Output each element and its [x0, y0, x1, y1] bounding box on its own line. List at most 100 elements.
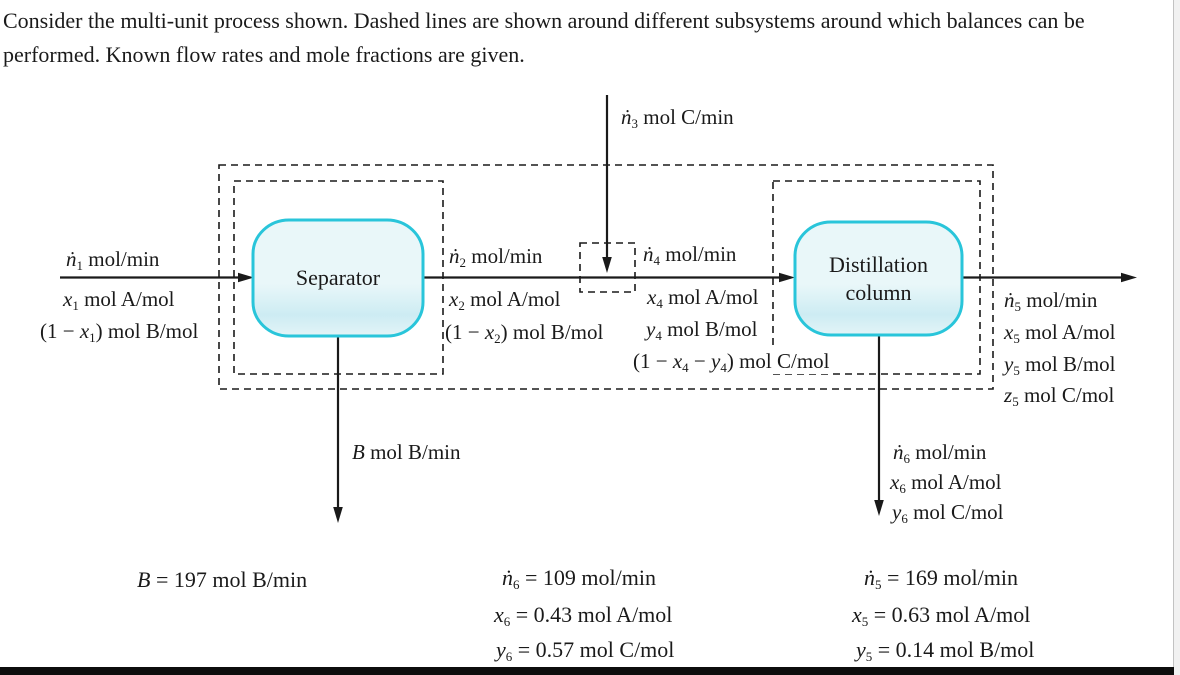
stream2-molB-label: (1 − x2) mol B/mol: [445, 319, 603, 345]
variable: ṅ: [864, 565, 875, 590]
stream5-flow-label: ṅ5 mol/min: [1004, 287, 1097, 313]
subscript: 3: [631, 116, 639, 131]
stream5-molA-label: x5 mol A/mol: [1004, 319, 1116, 345]
stream6-molA-label: x6 mol A/mol: [890, 469, 1002, 495]
stream4-flow-label: ṅ4 mol/min: [643, 241, 736, 267]
overhead-product-arrowhead-icon: [1121, 272, 1137, 283]
distillation-column-unit: [793, 220, 964, 337]
variable: z: [1004, 383, 1013, 407]
subscript: 5: [865, 649, 873, 664]
variable: ṅ: [449, 244, 460, 268]
subscript: 4: [653, 253, 661, 268]
column-feed-arrowhead-icon: [779, 272, 795, 283]
column-label-line2: column: [845, 279, 912, 305]
stream6-molC-label: y6 mol C/mol: [892, 499, 1004, 525]
label-text: = 109 mol/min: [519, 565, 656, 590]
variable: x: [484, 320, 495, 344]
column-unit-label-text: Distillation column: [829, 251, 928, 307]
feed-arrowhead-icon: [238, 272, 254, 283]
variable: y: [711, 349, 721, 373]
variable: ṅ: [893, 440, 904, 464]
subscript: 6: [899, 481, 906, 496]
label-text: mol B/mol: [1019, 352, 1116, 376]
subscript: 4: [655, 328, 662, 343]
stream5-molB-label: y5 mol B/mol: [1004, 351, 1116, 377]
subscript: 1: [72, 298, 79, 313]
stream1-molA-label: x1 mol A/mol: [63, 286, 175, 312]
subscript: 4: [682, 360, 689, 375]
stream1-flow-label: ṅ1 mol/min: [66, 246, 159, 272]
bottoms-b-label: B mol B/min: [352, 439, 461, 465]
variable: x: [647, 285, 657, 309]
known-value-y5: y5 = 0.14 mol B/mol: [856, 636, 1034, 664]
c-feed-arrowhead-icon: [602, 257, 612, 273]
known-value-x6: x6 = 0.43 mol A/mol: [494, 601, 672, 629]
label-text: (1 −: [445, 320, 485, 344]
stream3-flow-label: ṅ3 mol C/min: [621, 104, 734, 130]
stream4-molC-label: (1 − x4 − y4) mol C/mol: [633, 348, 830, 374]
variable: y: [856, 637, 866, 662]
subscript: 5: [1012, 394, 1019, 409]
label-text: (1 −: [633, 349, 673, 373]
subscript: 4: [720, 360, 727, 375]
subscript: 6: [903, 451, 911, 466]
subscript: 6: [901, 511, 908, 526]
label-text: ) mol B/mol: [95, 319, 199, 343]
known-value-y6: y6 = 0.57 mol C/mol: [496, 636, 674, 664]
stream6-flow-label: ṅ6 mol/min: [893, 439, 986, 465]
label-text: = 0.14 mol B/mol: [872, 637, 1035, 662]
label-text: mol C/mol: [1018, 383, 1115, 407]
column-unit-label: Distillation column: [795, 222, 962, 335]
column-label-line1: Distillation: [829, 251, 928, 277]
label-text: = 197 mol B/min: [150, 567, 308, 592]
label-text: mol/min: [466, 244, 543, 268]
subscript: 6: [513, 577, 520, 592]
label-text: mol/min: [660, 242, 737, 266]
separator-bottoms-arrowhead-icon: [333, 507, 343, 523]
separator-unit-label: Separator: [253, 220, 423, 336]
label-text: ) mol B/mol: [500, 320, 604, 344]
variable: x: [1004, 320, 1014, 344]
column-bottoms-arrowhead-icon: [874, 500, 884, 516]
variable: y: [892, 500, 902, 524]
variable: y: [1004, 352, 1014, 376]
subscript: 2: [494, 331, 501, 346]
label-text: = 0.43 mol A/mol: [510, 602, 673, 627]
label-text: (1 −: [40, 319, 80, 343]
label-text: mol A/mol: [662, 285, 759, 309]
intro-line-1: Consider the multi-unit process shown. D…: [3, 8, 1085, 33]
intro-line-2: performed. Known flow rates and mole fra…: [3, 42, 525, 67]
label-text: −: [688, 349, 712, 373]
known-value-x5: x5 = 0.63 mol A/mol: [852, 601, 1030, 629]
variable: x: [63, 287, 73, 311]
label-text: mol/min: [910, 440, 987, 464]
subscript: 1: [76, 258, 84, 273]
variable: x: [890, 470, 900, 494]
subscript: 5: [1013, 331, 1020, 346]
stream1-molB-label: (1 − x1) mol B/mol: [40, 318, 198, 344]
separator-unit-label-text: Separator: [295, 265, 381, 290]
variable: y: [496, 637, 506, 662]
label-text: mol A/mol: [464, 287, 561, 311]
variable: ṅ: [66, 247, 77, 271]
subscript: 2: [459, 255, 467, 270]
label-text: ) mol C/mol: [726, 349, 830, 373]
label-text: mol B/min: [364, 440, 461, 464]
variable: x: [449, 287, 459, 311]
variable: x: [494, 602, 504, 627]
stream5-molC-label: z5 mol C/mol: [1004, 382, 1114, 408]
subscript: 5: [1014, 299, 1022, 314]
label-text: mol A/mol: [1019, 320, 1116, 344]
bottom-bar: [0, 667, 1174, 675]
label-text: mol/min: [83, 247, 160, 271]
page-edge-strip: [1174, 0, 1180, 675]
label-text: mol B/mol: [661, 317, 758, 341]
subscript: 5: [861, 614, 869, 629]
subscript: 2: [458, 298, 465, 313]
variable: x: [79, 319, 90, 343]
variable: ṅ: [502, 565, 513, 590]
variable: y: [646, 317, 656, 341]
subscript: 6: [505, 649, 513, 664]
label-text: mol/min: [1021, 288, 1098, 312]
variable: B: [352, 440, 365, 464]
